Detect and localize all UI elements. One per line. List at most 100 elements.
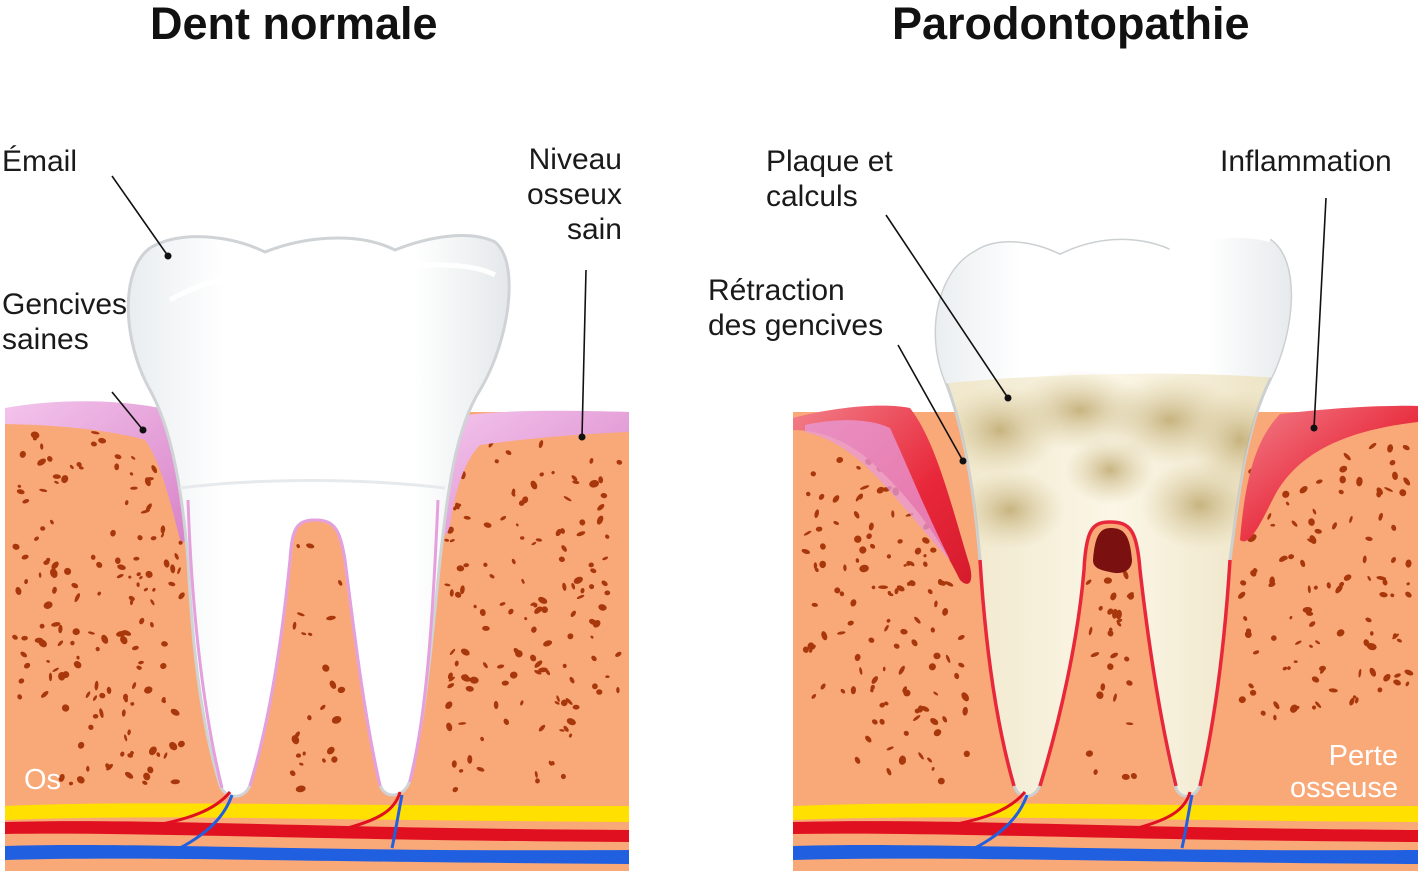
bone-pore [886, 767, 892, 776]
bone-pore [130, 750, 134, 755]
bone-pore [597, 503, 605, 511]
bone-pore [562, 582, 567, 591]
bone-pore [1248, 683, 1254, 689]
bone-pore [907, 581, 911, 586]
bone-pore [1130, 772, 1137, 780]
leader-dots-left [139, 252, 586, 441]
bone-pore [51, 622, 61, 627]
bone-pore [1085, 579, 1092, 585]
bone-pore [503, 718, 510, 726]
healthy-gum-left [5, 401, 189, 542]
bone-pore [449, 589, 454, 597]
bone-pore [295, 753, 302, 758]
bone-pore [458, 722, 467, 725]
bone-pore [1314, 528, 1322, 534]
healthy-tooth [126, 234, 511, 798]
bone-pore [125, 771, 134, 779]
bone-pore [1343, 452, 1351, 461]
bone-pore [21, 554, 29, 560]
bone-pore [1107, 663, 1114, 670]
bone-pore [1356, 476, 1363, 487]
bone-pore [898, 665, 905, 675]
bone-pore [534, 670, 542, 675]
bone-pore [961, 692, 970, 702]
bone-pore [52, 667, 59, 672]
bone-pore [1245, 628, 1252, 634]
bone-pore [448, 676, 455, 682]
bone-pore [820, 683, 826, 690]
label-bone-level-line1: Niveau [528, 143, 622, 176]
bone-pore [1108, 627, 1113, 633]
bone-pore [37, 458, 47, 466]
bone-pore [884, 701, 889, 706]
bone-pore [1338, 489, 1344, 495]
bone-pore [17, 484, 22, 488]
bone-pore [883, 487, 888, 491]
bone-pore [565, 698, 573, 705]
bone-pore [455, 503, 462, 508]
bone-pore [1116, 618, 1123, 623]
bone-pore [1269, 576, 1275, 586]
bone-pore [1238, 591, 1246, 599]
bone-pore [473, 604, 477, 609]
bone-pore [1352, 695, 1357, 699]
bone-pore [531, 626, 537, 633]
bone-pore [898, 755, 906, 765]
vessels-right [793, 791, 1418, 864]
bone-pore [480, 736, 484, 742]
bone-pore [62, 671, 70, 679]
bone-pore [868, 522, 874, 531]
bone-pore [807, 642, 815, 650]
bone-pore [563, 725, 569, 732]
bone-pore [1384, 487, 1393, 492]
bone-pore [479, 609, 486, 616]
label-healthy-gums: Gencives saines [2, 287, 127, 357]
bone-pore [887, 592, 894, 597]
bone-pore [1243, 616, 1248, 621]
bone-pore [850, 686, 857, 695]
bone-pore [906, 560, 911, 566]
bone-pore [850, 599, 857, 607]
bone-pore [16, 489, 25, 495]
bone-pore [896, 585, 905, 592]
bone-pore [76, 462, 82, 467]
bone-pore [801, 548, 811, 555]
bone-pore [1252, 650, 1260, 655]
bone-pore [447, 672, 453, 680]
bone-pore [886, 618, 891, 623]
bone-pore [148, 746, 157, 756]
bone-pore [444, 538, 450, 542]
bone-pore [886, 554, 892, 559]
bone-pore [560, 528, 565, 534]
bone-pore [61, 704, 70, 712]
bone-pore [1368, 442, 1377, 450]
bone-pore [870, 684, 875, 691]
bone-pore [833, 521, 840, 525]
bone-pore [337, 686, 346, 694]
bone-pore [1390, 557, 1397, 563]
bone-pore [509, 671, 518, 679]
bone-pore [1313, 585, 1318, 590]
bone-pore [73, 661, 82, 669]
bone-pore [1343, 574, 1352, 581]
bone-pore [933, 729, 942, 737]
label-bone-loss-line2: osseuse [1289, 772, 1398, 804]
bone-pore [23, 662, 31, 669]
bone-pore [616, 687, 620, 694]
bone-pore [307, 715, 312, 721]
bone-pore [1103, 577, 1112, 584]
bone-pore [589, 584, 595, 590]
bone-pore [301, 632, 307, 636]
bone-pore [452, 786, 459, 793]
bone-pore [562, 663, 567, 669]
bone-pore [937, 777, 945, 785]
bone-pore [160, 662, 167, 670]
bone-pore [90, 441, 97, 447]
bone-pore [1383, 673, 1391, 682]
bone-pore [170, 708, 180, 716]
bone-pore [454, 660, 459, 667]
label-bone-text: Os [24, 764, 62, 796]
title-periodontal-disease: Parodontopathie [892, 0, 1250, 49]
